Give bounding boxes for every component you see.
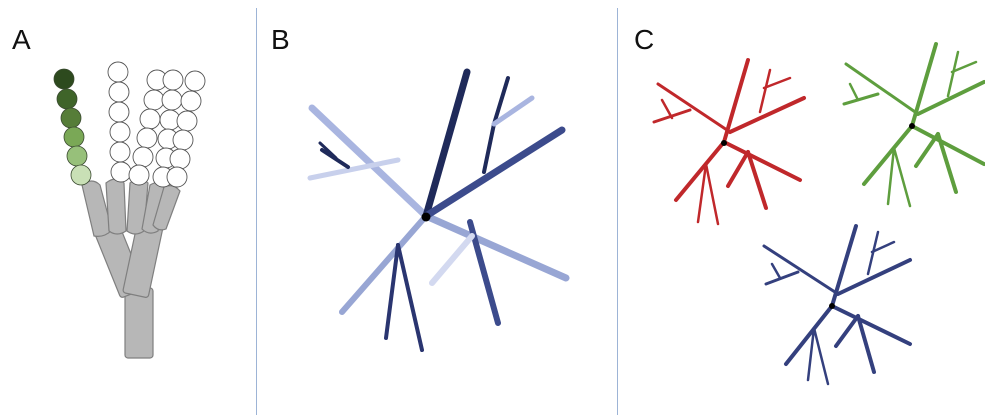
panel-c-tree-green	[842, 42, 985, 208]
branch	[482, 122, 496, 174]
branch	[422, 68, 471, 220]
branch	[764, 270, 800, 286]
spore	[109, 121, 131, 143]
panel-a-conidiophore	[53, 61, 206, 359]
spore	[108, 81, 130, 103]
panel-label-b: B	[271, 24, 290, 55]
phialide-5	[152, 185, 181, 231]
spore	[70, 164, 92, 186]
spore	[60, 107, 82, 129]
branch	[784, 304, 834, 366]
branch	[866, 230, 880, 276]
branch	[308, 104, 430, 220]
branch	[722, 58, 750, 144]
branch	[491, 95, 535, 127]
center-point	[829, 303, 835, 309]
branch	[762, 244, 840, 296]
branch	[704, 162, 720, 226]
branch	[862, 124, 914, 186]
branch	[770, 262, 782, 280]
branch	[916, 80, 985, 116]
spore	[162, 69, 184, 91]
branch	[429, 233, 475, 286]
panel-c-tree-blue	[762, 224, 912, 386]
spore	[128, 164, 150, 186]
center-point	[909, 123, 915, 129]
panel-label-a: A	[12, 24, 31, 55]
panel-label-c: C	[634, 24, 655, 55]
spore	[143, 89, 165, 111]
branch	[812, 326, 830, 386]
branch	[492, 76, 510, 126]
spore	[176, 110, 198, 132]
branch	[339, 213, 429, 315]
spore	[107, 61, 129, 83]
branch	[892, 146, 912, 208]
branch	[936, 132, 958, 194]
spore-chains-white	[107, 61, 206, 188]
spore	[63, 126, 85, 148]
spore	[184, 70, 206, 92]
branch	[830, 304, 912, 346]
spore	[53, 68, 75, 90]
branch	[746, 150, 768, 210]
branch	[834, 314, 860, 348]
branch	[396, 243, 424, 352]
branch	[422, 212, 570, 282]
branch	[910, 124, 985, 166]
branch	[728, 96, 806, 134]
divider-b-c	[617, 8, 618, 415]
branch	[870, 240, 896, 254]
spore	[139, 108, 161, 130]
branch	[842, 92, 880, 106]
center-point	[421, 212, 431, 222]
spore	[169, 148, 191, 170]
center-point	[721, 140, 727, 146]
branch	[806, 326, 816, 382]
spore	[109, 141, 131, 163]
branch	[318, 141, 338, 160]
branch	[467, 219, 501, 326]
panel-c-tree-red	[652, 58, 806, 226]
branch	[914, 132, 940, 168]
spore	[172, 129, 194, 151]
branch	[422, 126, 566, 220]
spore	[56, 88, 78, 110]
spore-chain-green	[53, 68, 92, 186]
branch	[674, 140, 726, 202]
stalk	[81, 178, 181, 359]
branch	[836, 258, 912, 296]
branch	[722, 140, 802, 182]
branch	[848, 82, 860, 102]
phialide-2	[105, 178, 127, 235]
branch	[384, 243, 400, 340]
spore	[108, 101, 130, 123]
spore	[132, 146, 154, 168]
branch	[950, 60, 978, 74]
branch	[660, 98, 674, 120]
branch	[886, 146, 896, 206]
branch	[656, 82, 732, 134]
spore	[110, 161, 132, 183]
stalk-base	[124, 287, 154, 359]
spore	[180, 90, 202, 112]
branch	[844, 62, 920, 116]
branch	[307, 157, 401, 181]
spore	[161, 89, 183, 111]
branch	[946, 50, 960, 98]
branch	[856, 314, 876, 374]
panel-b-network	[307, 68, 570, 352]
branch	[762, 76, 792, 90]
spore	[66, 145, 88, 167]
branch	[696, 162, 708, 224]
branch	[726, 150, 750, 188]
spore	[136, 127, 158, 149]
spore	[166, 166, 188, 188]
branch	[758, 68, 772, 114]
divider-a-b	[256, 8, 257, 415]
